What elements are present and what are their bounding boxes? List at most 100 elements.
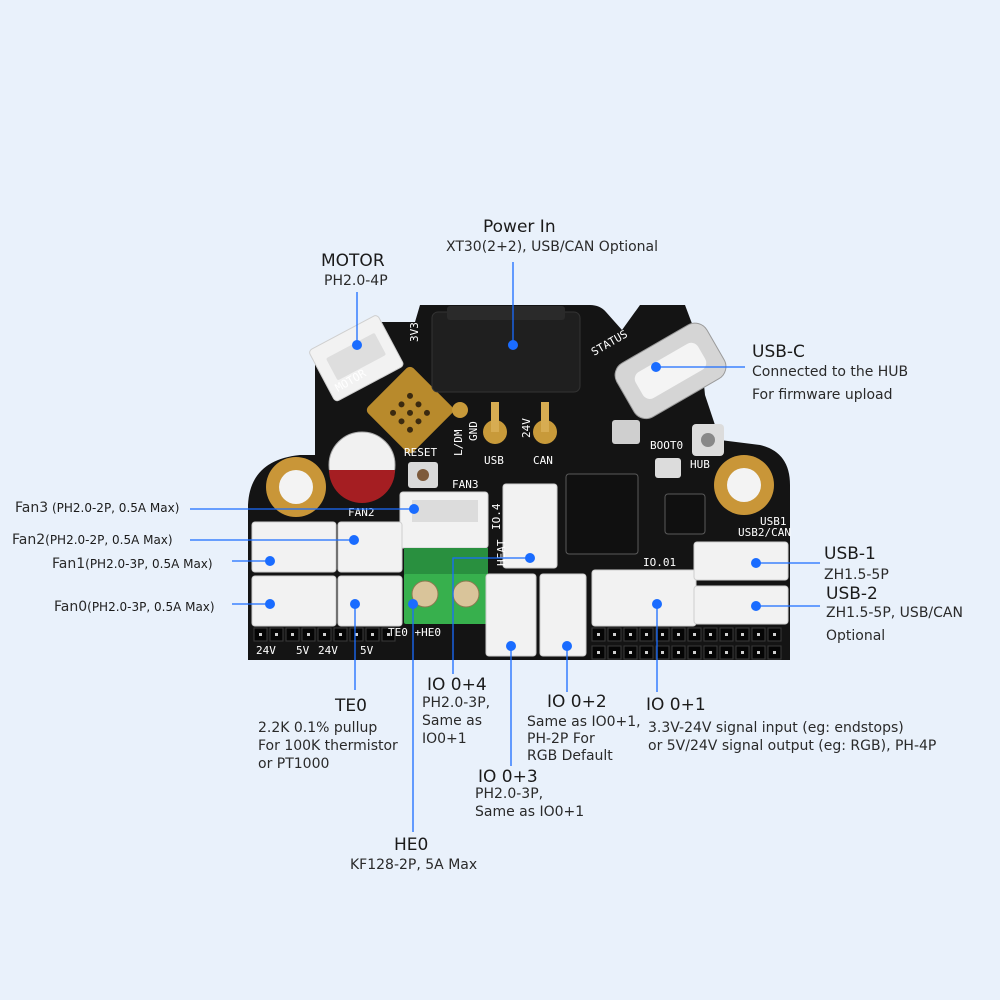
silk-gnd: GND	[467, 421, 480, 441]
header-pin-hole	[677, 651, 680, 654]
io04-connector	[502, 483, 558, 569]
usb-c-port	[614, 322, 727, 420]
header-pin-hole	[339, 633, 342, 636]
header-pin-hole	[725, 651, 728, 654]
header-pin-hole	[645, 633, 648, 636]
io02-line1: Same as IO0+1,	[527, 714, 641, 730]
silk-hub: HUB	[690, 458, 710, 471]
io01-line2: or 5V/24V signal output (eg: RGB), PH-4P	[648, 738, 937, 754]
dot-usb1	[751, 558, 761, 568]
te0-title: TE0	[335, 696, 367, 716]
header-pin-hole	[741, 651, 744, 654]
he0-sub: KF128-2P, 5A Max	[350, 857, 478, 873]
boot0-button	[655, 458, 681, 478]
silk-usb: USB	[484, 454, 504, 467]
motor-connector	[309, 315, 404, 402]
io01-connector	[591, 569, 697, 627]
fan3-label: Fan3 (PH2.0-2P, 0.5A Max)	[15, 498, 179, 516]
dot-usb2	[751, 601, 761, 611]
dot-fan3	[409, 504, 419, 514]
silk-boot0: BOOT0	[650, 439, 683, 452]
fan3-connector	[399, 491, 489, 549]
dot-io01	[652, 599, 662, 609]
header-pin-hole	[629, 633, 632, 636]
buzzer	[366, 366, 454, 454]
header-pin-hole	[307, 633, 310, 636]
header-pin-hole	[693, 651, 696, 654]
silk-fan3: FAN3	[452, 478, 479, 491]
fan2-label: Fan2(PH2.0-2P, 0.5A Max)	[12, 530, 173, 548]
io04-line1: PH2.0-3P,	[422, 695, 491, 711]
xt30-connector	[431, 306, 581, 393]
header-pins	[253, 627, 782, 660]
silk-5v-a: 5V	[296, 644, 310, 657]
power-in-title: Power In	[483, 217, 556, 237]
header-pin-hole	[323, 633, 326, 636]
silk-reset: RESET	[404, 446, 437, 459]
header-pin-hole	[725, 633, 728, 636]
usb2-title: USB-2	[826, 584, 878, 604]
silk-io4: IO.4	[490, 503, 503, 530]
header-pin-hole	[275, 633, 278, 636]
silk-24v-b: 24V	[318, 644, 338, 657]
header-pin-hole	[645, 651, 648, 654]
io01-line1: 3.3V-24V signal input (eg: endstops)	[648, 720, 904, 736]
mount-hole-left	[266, 457, 326, 517]
power-pads	[452, 402, 557, 444]
usb-c-title: USB-C	[752, 342, 805, 362]
fan1-spec: (PH2.0-3P, 0.5A Max)	[85, 557, 213, 571]
silk-3v3: 3V3	[408, 322, 421, 342]
dot-motor	[352, 340, 362, 350]
fan1-connector	[251, 521, 337, 573]
fan0-spec: (PH2.0-3P, 0.5A Max)	[87, 600, 215, 614]
motor-title: MOTOR	[321, 251, 385, 271]
te0-line1: 2.2K 0.1% pullup	[258, 720, 378, 736]
header-pin-hole	[757, 633, 760, 636]
fan3-name: Fan3	[15, 500, 49, 516]
usb-c-line1: Connected to the HUB	[752, 364, 909, 380]
fan2-connector	[337, 521, 403, 573]
io02-line3: RGB Default	[527, 748, 613, 764]
capacitor	[328, 431, 396, 503]
header-pin-hole	[597, 651, 600, 654]
io04-title: IO 0+4	[427, 675, 487, 695]
he0-terminal	[404, 548, 488, 624]
usb1-sub: ZH1.5-5P	[824, 567, 889, 583]
mcu-chip	[565, 473, 639, 555]
header-pin-hole	[597, 633, 600, 636]
usb2-connector	[693, 585, 789, 625]
callout-dots	[265, 340, 761, 651]
silk-te0he0: TE0 +HE0	[388, 626, 441, 639]
te0-line2: For 100K thermistor	[258, 738, 398, 754]
dot-power-in	[508, 340, 518, 350]
io03-line1: PH2.0-3P,	[475, 786, 544, 802]
usb2-line2: Optional	[826, 628, 886, 644]
silk-5v-b: 5V	[360, 644, 374, 657]
fan3-spec: (PH2.0-2P, 0.5A Max)	[48, 501, 180, 515]
dot-te0	[350, 599, 360, 609]
header-pin-hole	[371, 633, 374, 636]
silk-io01: IO.01	[643, 556, 676, 569]
header-pin-hole	[355, 633, 358, 636]
header-pin-hole	[291, 633, 294, 636]
motor-sub: PH2.0-4P	[324, 273, 388, 289]
io04-line3: IO0+1	[422, 731, 467, 747]
io03-title: IO 0+3	[478, 767, 538, 787]
silk-24v-a: 24V	[256, 644, 276, 657]
fan2-name: Fan2	[12, 532, 46, 548]
usb-c-line2: For firmware upload	[752, 387, 893, 403]
fan0-name: Fan0	[54, 599, 88, 615]
fan1-name: Fan1	[52, 556, 86, 572]
io04-line2: Same as	[422, 713, 483, 729]
io02-connector	[539, 573, 587, 657]
header-pin-hole	[757, 651, 760, 654]
dot-io04	[525, 553, 535, 563]
silk-can: CAN	[533, 454, 553, 467]
he0-title: HE0	[394, 835, 429, 855]
leader-lines	[190, 262, 820, 832]
silk-heat: HEAT	[495, 539, 508, 566]
fan0-label: Fan0(PH2.0-3P, 0.5A Max)	[54, 597, 215, 615]
te0-line3: or PT1000	[258, 756, 330, 772]
